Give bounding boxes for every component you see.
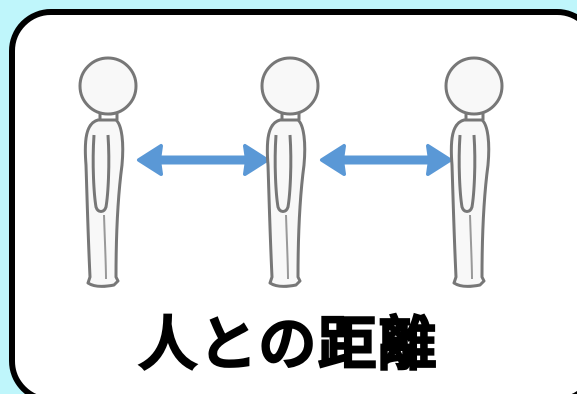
double-arrow-left-icon xyxy=(139,146,267,174)
person-figure-right-icon xyxy=(444,56,504,288)
double-arrow-right-icon xyxy=(322,146,450,174)
person-figure-center-icon xyxy=(260,56,320,288)
caption-title: 人との距離 xyxy=(138,309,439,379)
person-figure-left-icon xyxy=(78,56,138,288)
